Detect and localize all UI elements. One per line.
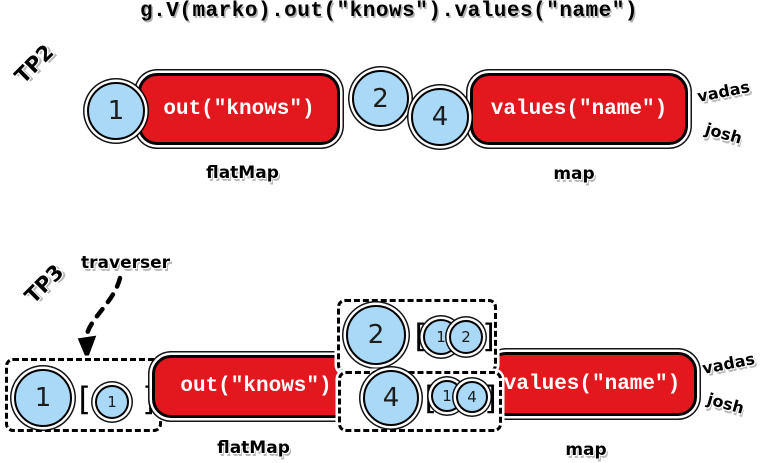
tp2-label: TP2 [10, 39, 59, 89]
traverser-head-4: 4 [363, 370, 419, 426]
result-vadas-tp3: vadas [700, 349, 757, 378]
traverser-circle-1: 1 [87, 82, 145, 140]
traverser-bulk-box-4: 4 [ 1 4 ] [338, 370, 502, 432]
map-caption-tp3: map [565, 440, 607, 460]
bulk-open-bracket: [ [74, 380, 94, 418]
traverser-bulk-box-2: 2 [ 1 2 ] [337, 299, 500, 373]
flatmap-caption-tp2: flatMap [206, 163, 279, 183]
traverser-head-2: 2 [346, 305, 406, 365]
map-caption-tp2: map [553, 164, 595, 184]
result-vadas-tp2: vadas [695, 77, 752, 106]
result-josh-tp2: josh [703, 119, 745, 148]
bulk-circle-1: 1 [431, 380, 463, 412]
step-values-name-tp2: values("name") [470, 73, 688, 145]
bulk-circle-1: 1 [95, 385, 129, 419]
traverser-circle-2: 2 [352, 70, 409, 127]
query-title: g.V(marko).out("knows").values("name") [140, 0, 638, 23]
bulk-close-bracket: ] [480, 317, 500, 355]
traverser-head-1: 1 [14, 369, 72, 427]
bulk-circle-2: 2 [449, 320, 483, 354]
traverser-arrow [76, 275, 123, 364]
traverser-bulk-box-1: 1 [ 1 ] [5, 358, 162, 432]
bulk-circle-4: 4 [456, 381, 488, 413]
traverser-circle-4: 4 [411, 88, 469, 146]
flatmap-caption-tp3: flatMap [217, 438, 290, 458]
traverser-annotation: traverser [81, 253, 171, 273]
step-values-name-tp3: values("name") [487, 352, 697, 416]
step-out-knows-tp2: out("knows") [138, 73, 340, 145]
step-out-knows-tp3: out("knows") [152, 355, 360, 418]
result-josh-tp3: josh [705, 389, 747, 418]
arrowhead-icon [76, 334, 98, 364]
